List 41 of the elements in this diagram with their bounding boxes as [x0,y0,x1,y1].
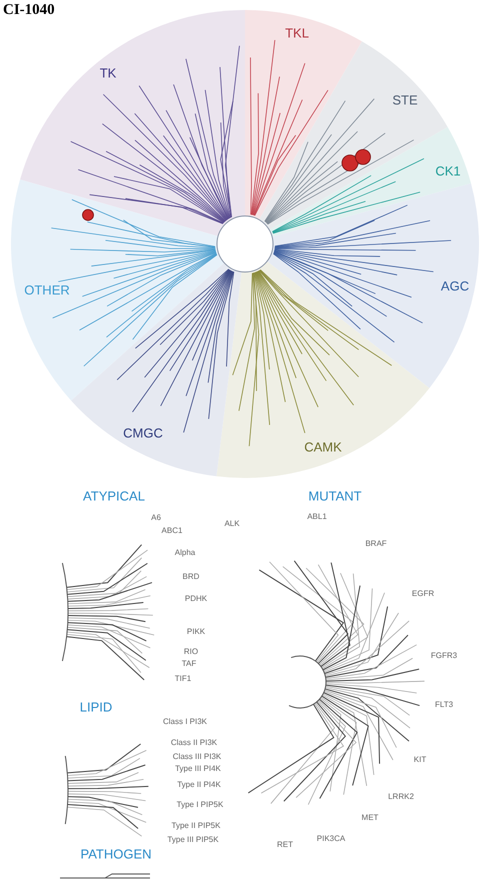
kinase-family-label: Class II PI3K [170,739,218,747]
kinase-family-label: KIT [414,756,426,764]
kinase-family-label: A6 [151,514,161,522]
kinase-family-label: EGFR [412,590,434,598]
kinase-group-label: STE [392,94,418,106]
kinase-group-label: CMGC [123,426,163,440]
kinase-family-label: ALK [224,520,240,528]
kinase-family-label: Type III PIP5K [167,836,219,844]
kinase-family-label: LRRK2 [388,793,414,801]
kinase-family-label: Alpha [174,549,196,557]
kinase-family-label: Type III PI4K [175,765,221,773]
kinase-group-label: LIPID [80,700,112,714]
kinase-family-label: Type II PIP5K [172,822,220,830]
kinase-group-label: CK1 [435,164,461,178]
kinase-family-label: RIO [184,648,198,656]
kinase-family-label: Class III PI3K [172,753,222,761]
kinase-family-label: PIK3CA [316,835,346,843]
kinase-group-label: MUTANT [308,490,362,502]
kinase-family-label: FLT3 [434,701,454,709]
kinase-family-label: FGFR3 [430,652,458,660]
kinase-family-label: Type II PI4K [177,781,221,789]
kinase-family-label: BRAF [365,540,387,548]
kinase-group-label: OTHER [24,284,70,296]
kinase-family-label: TAF [182,660,196,668]
kinase-family-label: Type I PIP5K [176,801,224,809]
kinase-family-label: BRD [182,573,200,581]
kinase-group-label: CAMK [304,440,342,454]
kinase-family-label: RET [277,841,293,849]
kinase-family-label: TIF1 [174,675,192,683]
kinase-group-label: PATHOGEN [80,848,152,860]
kinase-family-label: PDHK [184,595,208,603]
kinase-group-label: AGC [440,280,470,292]
kinase-family-label: ABC1 [162,527,182,535]
kinase-group-label: ATYPICAL [83,490,145,502]
title: CI-1040 [3,2,55,19]
kinase-group-label: TKL [285,26,309,40]
kinase-family-label: Class I PI3K [163,718,207,726]
kinase-family-label: ABL1 [307,513,327,521]
kinase-family-label: MET [362,814,378,822]
kinase-group-label: TK [100,66,116,80]
kinase-family-label: PIKK [186,628,206,636]
